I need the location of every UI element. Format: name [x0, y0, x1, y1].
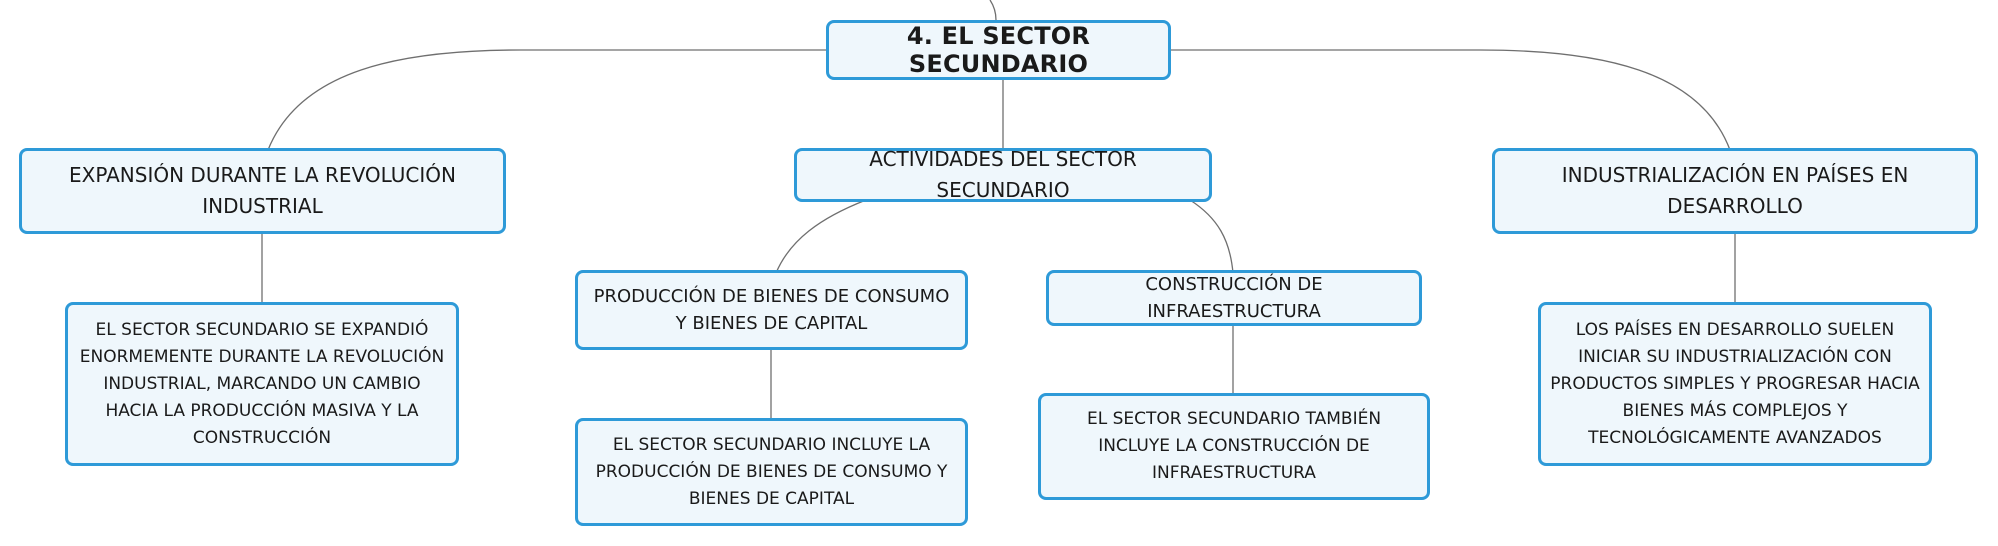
- detail-construccion-text: EL SECTOR SECUNDARIO TAMBIÉN INCLUYE LA …: [1086, 409, 1382, 483]
- detail-industrializacion[interactable]: LOS PAÍSES EN DESARROLLO SUELEN INICIAR …: [1538, 302, 1932, 466]
- topic-actividades-label: ACTIVIDADES DEL SECTOR SECUNDARIO: [869, 147, 1137, 202]
- topic-industrializacion-paises-desarrollo[interactable]: INDUSTRIALIZACIÓN EN PAÍSES EN DESARROLL…: [1492, 148, 1978, 234]
- topic-expansion-label: EXPANSIÓN DURANTE LA REVOLUCIÓN INDUSTRI…: [69, 163, 456, 218]
- root-topic-label: 4. EL SECTOR SECUNDARIO: [906, 22, 1091, 78]
- detail-produccion-text: EL SECTOR SECUNDARIO INCLUYE LA PRODUCCI…: [595, 434, 948, 509]
- root-topic[interactable]: 4. EL SECTOR SECUNDARIO: [826, 20, 1171, 80]
- topic-actividades-sector-secundario[interactable]: ACTIVIDADES DEL SECTOR SECUNDARIO: [794, 147, 1212, 202]
- subtopic-produccion-bienes[interactable]: PRODUCCIÓN DE BIENES DE CONSUMO Y BIENES…: [575, 270, 968, 350]
- detail-industrializacion-text: LOS PAÍSES EN DESARROLLO SUELEN INICIAR …: [1550, 319, 1920, 448]
- topic-expansion-revolucion-industrial[interactable]: EXPANSIÓN DURANTE LA REVOLUCIÓN INDUSTRI…: [19, 148, 506, 234]
- connector-root-to-industrializacion: [1170, 49, 1731, 151]
- connector-actividades-to-construccion: [1189, 199, 1234, 274]
- connector-root-incoming: [989, 0, 997, 21]
- detail-produccion[interactable]: EL SECTOR SECUNDARIO INCLUYE LA PRODUCCI…: [575, 418, 968, 526]
- detail-expansion[interactable]: EL SECTOR SECUNDARIO SE EXPANDIÓ ENORMEM…: [65, 302, 459, 466]
- connector-actividades-to-produccion: [775, 199, 867, 274]
- subtopic-construccion-infraestructura[interactable]: CONSTRUCCIÓN DE INFRAESTRUCTURA: [1046, 270, 1422, 326]
- connector-root-to-expansion: [267, 49, 826, 151]
- subtopic-construccion-label: CONSTRUCCIÓN DE INFRAESTRUCTURA: [1145, 274, 1323, 322]
- topic-industrializacion-label: INDUSTRIALIZACIÓN EN PAÍSES EN DESARROLL…: [1561, 163, 1909, 218]
- subtopic-produccion-label: PRODUCCIÓN DE BIENES DE CONSUMO Y BIENES…: [593, 286, 950, 334]
- detail-expansion-text: EL SECTOR SECUNDARIO SE EXPANDIÓ ENORMEM…: [79, 319, 445, 448]
- detail-construccion[interactable]: EL SECTOR SECUNDARIO TAMBIÉN INCLUYE LA …: [1038, 393, 1430, 500]
